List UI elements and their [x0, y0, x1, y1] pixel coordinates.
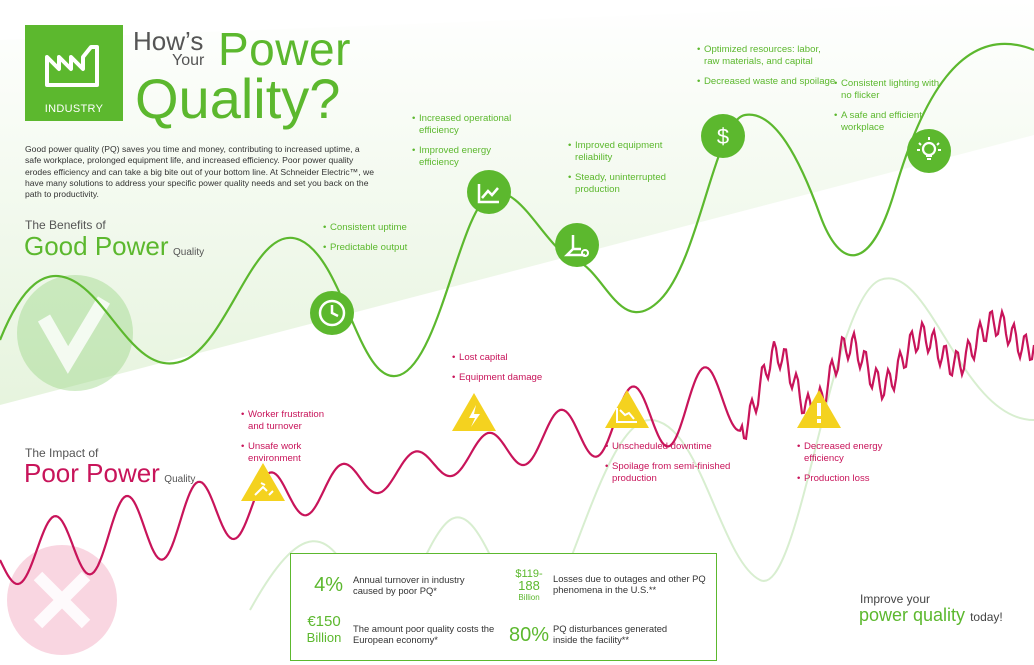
cta-line1: Improve your: [860, 592, 931, 606]
svg-text:$: $: [717, 124, 729, 149]
list-item: Decreased waste and spoilage: [697, 76, 837, 88]
stat-number-mid: 188: [518, 578, 540, 593]
list-item: Lost capital: [452, 352, 562, 364]
growth-chart-icon: [467, 170, 511, 214]
poor-heading: Poor Power Quality: [24, 458, 195, 489]
stat-text: PQ disturbances generated inside the fac…: [553, 623, 668, 645]
stat-number-euro: €150 Billion: [301, 614, 347, 646]
list-item: Predictable output: [323, 242, 433, 254]
list-item: Unscheduled downtime: [605, 441, 735, 453]
stat-number-top: €150: [307, 613, 341, 630]
slip-hazard-icon: [241, 463, 285, 501]
stat-number-top: $119-: [515, 568, 543, 580]
list-item: Steady, uninterrupted production: [568, 172, 688, 196]
industry-logo: INDUSTRY: [25, 25, 123, 121]
poor-heading-small: The Impact of: [25, 446, 99, 460]
stats-box: 4% Annual turnover in industry caused by…: [290, 553, 717, 661]
poor-list-2: Lost capital Equipment damage: [452, 352, 562, 392]
list-item: A safe and efficient workplace: [834, 110, 944, 134]
stat-number-unit: Billion: [306, 630, 342, 645]
x-watermark: [33, 571, 91, 629]
list-item: Improved energy efficiency: [412, 145, 527, 169]
stat-text: Losses due to outages and other PQ pheno…: [553, 573, 706, 595]
poor-heading-big: Poor Power: [24, 458, 160, 488]
list-item: Consistent lighting with no flicker: [834, 78, 944, 102]
poor-list-4: Decreased energy efficiency Production l…: [797, 441, 907, 493]
poor-heading-tail: Quality: [164, 474, 196, 485]
logo-label: INDUSTRY: [44, 103, 104, 115]
stat-text: The amount poor quality costs the Europe…: [353, 623, 495, 645]
poor-power-wave: [0, 307, 1034, 586]
list-item: Unsafe work environment: [241, 441, 341, 465]
stat-number: 80%: [508, 624, 549, 646]
valve-icon: [555, 223, 599, 267]
list-item: Increased operational efficiency: [412, 113, 527, 137]
good-heading-small: The Benefits of: [25, 218, 106, 232]
poor-list-3: Unscheduled downtime Spoilage from semi-…: [605, 441, 735, 493]
dollar-icon: $: [701, 114, 745, 158]
good-heading: Good Power Quality: [24, 231, 204, 262]
lightbulb-icon: [907, 129, 951, 173]
list-item: Equipment damage: [452, 372, 562, 384]
list-item: Worker frustration and turnover: [241, 409, 341, 433]
list-item: Consistent uptime: [323, 222, 433, 234]
title-power: Power: [218, 23, 351, 75]
checkmark-watermark: [37, 296, 111, 374]
exclamation-icon: [797, 390, 841, 428]
list-item: Improved equipment reliability: [568, 140, 688, 164]
downtrend-icon: [605, 390, 649, 428]
electric-hazard-icon: [452, 393, 496, 431]
cta-line3: today!: [970, 610, 1003, 624]
good-heading-big: Good Power: [24, 231, 169, 261]
checkmark-watermark-circle: [17, 275, 133, 391]
stat-number-unit: Billion: [518, 593, 540, 602]
title-your: Your: [172, 52, 205, 69]
good-power-wave: [0, 42, 1034, 378]
good-list-4: Optimized resources: labor, raw material…: [697, 44, 837, 96]
good-list-2: Increased operational efficiency Improve…: [412, 113, 527, 177]
factory-icon: [45, 45, 99, 87]
list-item: Optimized resources: labor, raw material…: [697, 44, 837, 68]
list-item: Spoilage from semi-finished production: [605, 461, 735, 485]
good-list-5: Consistent lighting with no flicker A sa…: [834, 78, 944, 142]
list-item: Production loss: [797, 473, 907, 485]
cta-line2: power quality: [859, 605, 966, 625]
clock-icon: [310, 291, 354, 335]
good-list-1: Consistent uptime Predictable output: [323, 222, 433, 262]
title-hows: How’s: [133, 26, 204, 56]
intro-paragraph: Good power quality (PQ) saves you time a…: [25, 144, 375, 200]
title-quality: Quality?: [135, 67, 341, 130]
stat-number-range: $119- 188 Billion: [508, 568, 550, 604]
list-item: Decreased energy efficiency: [797, 441, 907, 465]
poor-list-1: Worker frustration and turnover Unsafe w…: [241, 409, 341, 473]
good-list-3: Improved equipment reliability Steady, u…: [568, 140, 688, 204]
cta-line: power quality today!: [859, 605, 1003, 626]
stat-text: Annual turnover in industry caused by po…: [353, 574, 465, 596]
good-heading-tail: Quality: [172, 247, 205, 258]
stat-number: 4%: [314, 574, 343, 596]
